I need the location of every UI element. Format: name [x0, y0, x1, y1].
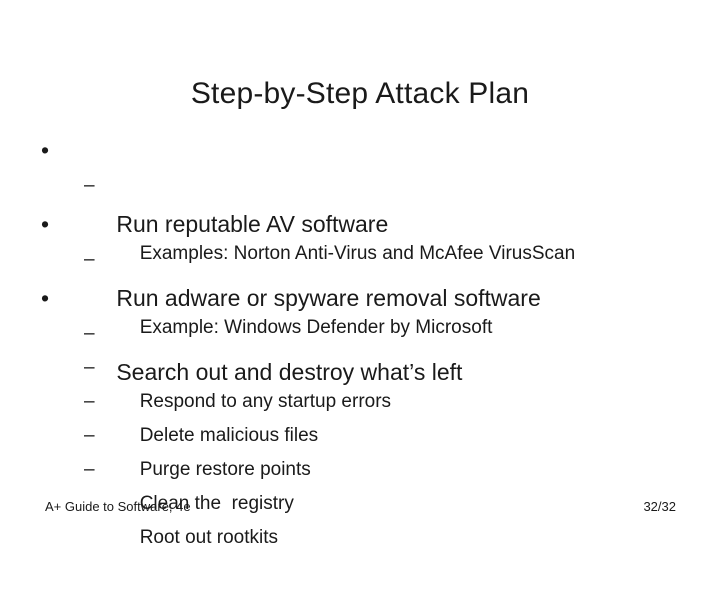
bullet-text: Run adware or spyware removal software [116, 285, 541, 311]
dash-marker-icon: – [84, 323, 95, 344]
bullet-text: Clean the registry [139, 493, 294, 514]
slide-title: Step-by-Step Attack Plan [190, 77, 530, 111]
bullet-item-level1: • Run reputable AV software [0, 132, 720, 237]
bullet-text: Example: Windows Defender by Microsoft [139, 317, 493, 338]
bullet-item-level1: • Run adware or spyware removal software [0, 206, 720, 311]
slide-number-indicator: 32/32 [643, 499, 676, 514]
slide-footer: A+ Guide to Software, 4e 32/32 [0, 494, 720, 540]
bullet-dot-icon: • [41, 211, 50, 237]
bullet-item-level2: – Delete malicious files [0, 351, 720, 446]
dash-marker-icon: – [84, 459, 95, 480]
bullet-text: Respond to any startup errors [139, 391, 392, 412]
bullet-item-level2: – Examples: Norton Anti-Virus and McAfee… [0, 169, 720, 264]
dash-marker-icon: – [84, 175, 95, 196]
bullet-item-level2: – Respond to any startup errors [0, 317, 720, 412]
bullet-item-level2: – Example: Windows Defender by Microsoft [0, 243, 720, 338]
bullet-text: Examples: Norton Anti-Virus and McAfee V… [139, 243, 576, 264]
bullet-text: Delete malicious files [139, 425, 319, 446]
bullet-dot-icon: • [41, 285, 50, 311]
bullet-text: Purge restore points [139, 459, 311, 480]
bullet-dot-icon: • [41, 137, 50, 163]
dash-marker-icon: – [84, 425, 95, 446]
presentation-slide: Step-by-Step Attack Plan • Run reputable… [0, 77, 720, 548]
dash-marker-icon: – [84, 249, 95, 270]
bullet-text: Run reputable AV software [116, 211, 389, 237]
bullet-item-level2: – Clean the registry [0, 419, 720, 514]
slide-body-content: • Run reputable AV software – Examples: … [0, 132, 720, 548]
dash-marker-icon: – [84, 357, 95, 378]
bullet-text: Search out and destroy what’s left [116, 359, 463, 385]
bullet-item-level2: – Root out rootkits [0, 453, 720, 548]
dash-marker-icon: – [84, 391, 95, 412]
bullet-item-level2: – Purge restore points [0, 385, 720, 480]
bullet-item-level1: • Search out and destroy what’s left [0, 280, 720, 385]
footer-source-text: A+ Guide to Software, 4e [45, 499, 191, 514]
